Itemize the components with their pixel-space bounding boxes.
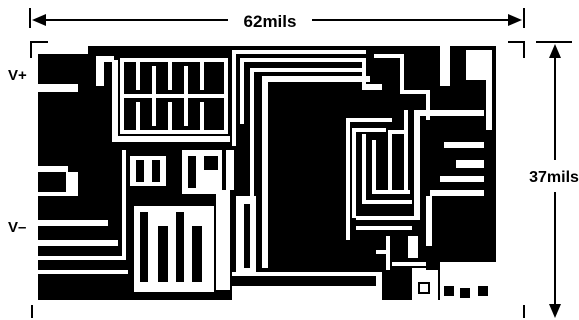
die-corner-marks — [30, 41, 525, 318]
width-dimension: 62mils — [29, 8, 525, 31]
bond-pads-bottom — [412, 258, 496, 300]
resistor-array-top — [96, 56, 230, 142]
transistor-array-left — [38, 150, 256, 292]
height-label: 37mils — [529, 169, 579, 186]
v-plus-label: V+ — [8, 67, 27, 84]
height-dimension: 37mils — [529, 41, 579, 318]
die-metal — [38, 46, 496, 300]
transistor-array-right — [346, 110, 484, 270]
v-minus-label: V– — [8, 219, 26, 236]
width-label: 62mils — [244, 12, 297, 31]
bottom-traces — [38, 270, 382, 300]
central-block-traces — [232, 46, 492, 268]
